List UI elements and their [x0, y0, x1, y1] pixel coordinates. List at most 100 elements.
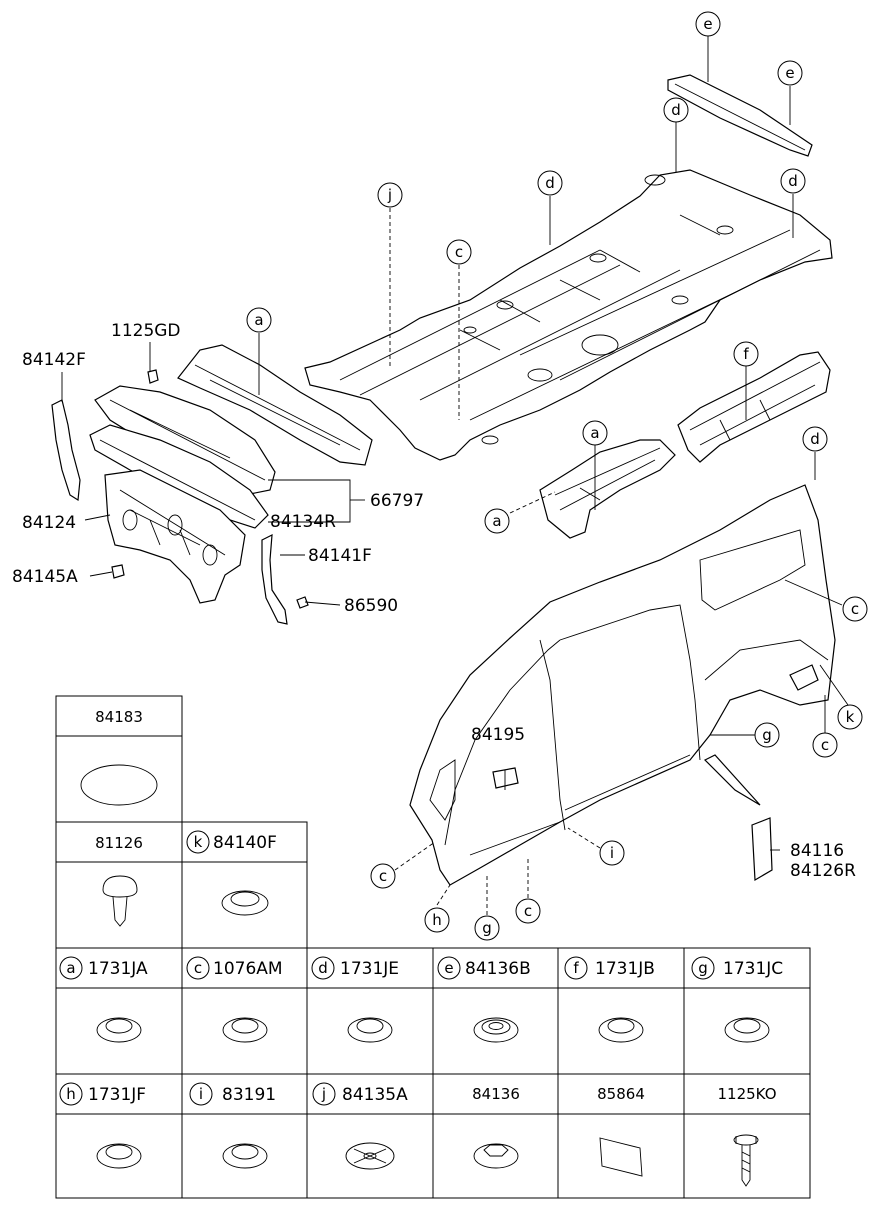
- letter-marker: d: [780, 168, 806, 194]
- callout-84142F: 84142F: [22, 350, 86, 370]
- svg-text:h: h: [432, 911, 442, 929]
- callout-84116: 84116: [790, 841, 844, 861]
- letter-marker: i: [599, 840, 625, 866]
- svg-text:d: d: [671, 101, 681, 119]
- table-row-3: a 1731JA c 1076AM d 1731JE e 84136B f 17…: [55, 947, 811, 1075]
- table-part-84136B: 84136B: [465, 959, 531, 979]
- plug-icon: [598, 1017, 644, 1043]
- svg-text:i: i: [610, 844, 614, 862]
- letter-marker: c: [812, 732, 838, 758]
- letter-marker: j: [377, 182, 403, 208]
- svg-text:j: j: [387, 186, 392, 204]
- svg-text:d: d: [810, 430, 820, 448]
- letter-marker: e: [777, 60, 803, 86]
- svg-text:c: c: [455, 243, 463, 261]
- grommet-icon: [473, 1017, 519, 1043]
- letter-marker: e: [695, 11, 721, 37]
- plug-icon: [96, 1143, 142, 1169]
- svg-text:a: a: [66, 959, 75, 977]
- letter-marker: a: [484, 508, 510, 534]
- svg-text:g: g: [698, 959, 708, 977]
- table-part-1076AM: 1076AM: [213, 959, 283, 979]
- letter-marker: f: [733, 341, 759, 367]
- table-part-1731JA: 1731JA: [88, 959, 148, 979]
- parts-table: 84183 81126 k 84140F: [55, 695, 811, 1199]
- letter-marker: k: [837, 704, 863, 730]
- letter-marker: a: [246, 307, 272, 333]
- callout-84124: 84124: [22, 513, 76, 533]
- side-members-drawing: [539, 351, 831, 539]
- table-part-84140F: 84140F: [213, 833, 277, 853]
- svg-text:c: c: [194, 959, 202, 977]
- table-part-84183: 84183: [95, 708, 143, 726]
- body-side-drawing: [409, 484, 836, 886]
- callout-84134R: 84134R: [270, 512, 336, 532]
- svg-text:d: d: [788, 172, 798, 190]
- svg-text:a: a: [492, 512, 501, 530]
- callout-1125GD: 1125GD: [111, 321, 181, 341]
- letter-marker: a: [582, 420, 608, 446]
- callout-84141F: 84141F: [308, 546, 372, 566]
- grommet-icon: [473, 1143, 519, 1169]
- table-part-1125KO: 1125KO: [718, 1085, 777, 1103]
- clip-icon: [102, 875, 138, 927]
- letter-marker: c: [370, 863, 396, 889]
- callout-labels: 84142F 1125GD 66797 84134R 84124 84145A …: [12, 321, 856, 881]
- svg-text:k: k: [194, 833, 203, 851]
- svg-text:a: a: [590, 424, 599, 442]
- pad-icon: [599, 1137, 643, 1177]
- plug-icon: [222, 1143, 268, 1169]
- grommet-oval-icon: [80, 764, 158, 806]
- svg-text:a: a: [254, 311, 263, 329]
- svg-text:d: d: [545, 174, 555, 192]
- letter-marker: g: [474, 915, 500, 941]
- plug-icon: [222, 1017, 268, 1043]
- bolt-icon: [733, 1134, 759, 1187]
- letter-marker: d: [802, 426, 828, 452]
- table-part-81126: 81126: [95, 834, 143, 852]
- letter-marker: c: [842, 596, 868, 622]
- svg-text:d: d: [318, 959, 328, 977]
- table-part-1731JE: 1731JE: [340, 959, 399, 979]
- cowl-panels-drawing: [51, 344, 373, 625]
- letter-marker: g: [754, 722, 780, 748]
- svg-text:f: f: [743, 345, 749, 363]
- callout-84145A: 84145A: [12, 567, 78, 587]
- svg-text:c: c: [524, 902, 532, 920]
- letter-marker: c: [515, 898, 541, 924]
- plug-icon: [347, 1017, 393, 1043]
- table-part-84135A: 84135A: [342, 1085, 408, 1105]
- letter-markers: e e d d d j c a f a a d c k c g i c h g …: [246, 11, 868, 941]
- plug-icon: [221, 890, 269, 916]
- leader-lines: [61, 36, 849, 915]
- svg-text:f: f: [573, 959, 579, 977]
- svg-text:e: e: [703, 15, 712, 33]
- svg-text:h: h: [66, 1085, 76, 1103]
- plug-icon: [724, 1017, 770, 1043]
- svg-text:c: c: [821, 736, 829, 754]
- callout-66797: 66797: [370, 491, 424, 511]
- letter-marker: c: [446, 239, 472, 265]
- table-part-85864: 85864: [597, 1085, 645, 1103]
- callout-84126R: 84126R: [790, 861, 856, 881]
- table-part-1731JB: 1731JB: [595, 959, 655, 979]
- letter-marker: d: [663, 97, 689, 123]
- svg-text:k: k: [846, 708, 855, 726]
- svg-text:c: c: [379, 867, 387, 885]
- letter-marker: h: [424, 907, 450, 933]
- table-part-1731JC: 1731JC: [723, 959, 783, 979]
- floor-panel-drawing: [304, 169, 833, 461]
- svg-text:e: e: [785, 64, 794, 82]
- callout-84195: 84195: [471, 725, 525, 745]
- table-part-1731JF: 1731JF: [88, 1085, 146, 1105]
- table-row-4: h 1731JF i 83191 j 84135A 84136 85864 11…: [55, 1073, 811, 1199]
- svg-text:c: c: [851, 600, 859, 618]
- letter-marker: d: [537, 170, 563, 196]
- table-part-83191: 83191: [222, 1085, 276, 1105]
- svg-text:g: g: [482, 919, 492, 937]
- callout-86590: 86590: [344, 596, 398, 616]
- table-part-84136: 84136: [472, 1085, 520, 1103]
- plug-icon: [96, 1017, 142, 1043]
- svg-text:g: g: [762, 726, 772, 744]
